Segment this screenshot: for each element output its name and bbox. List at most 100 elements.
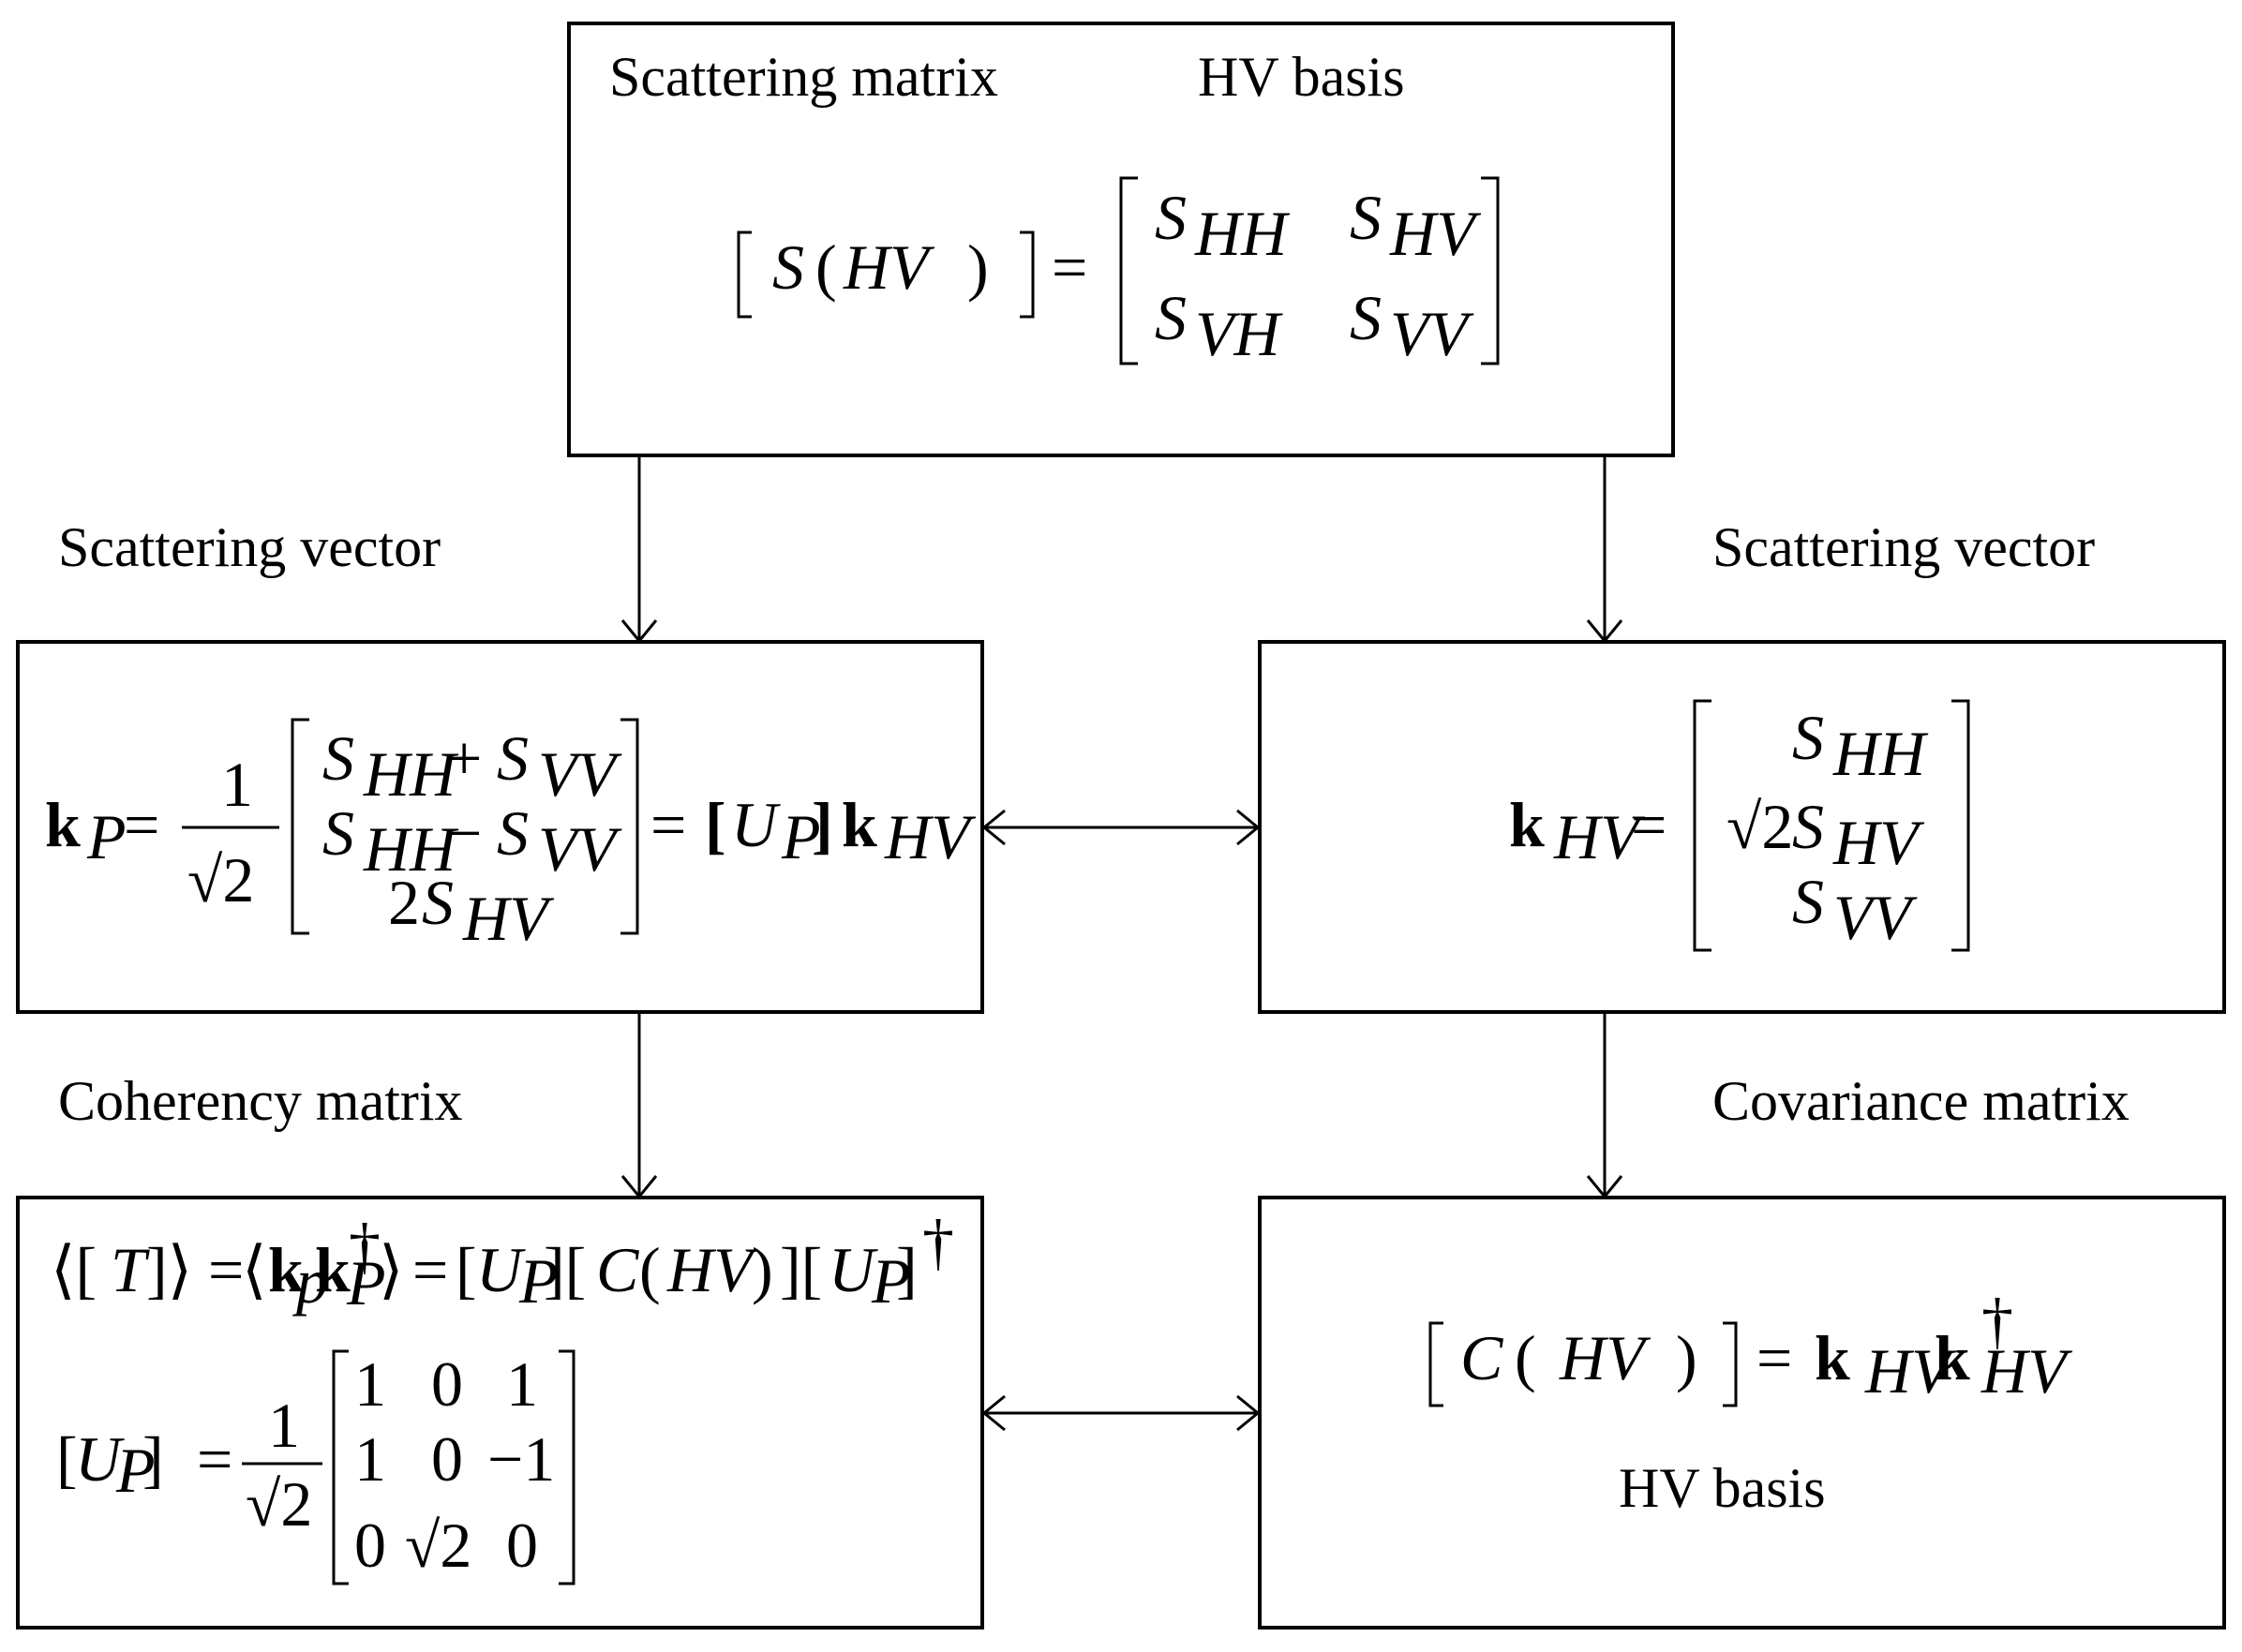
svg-text:HV: HV <box>1864 1335 1957 1406</box>
svg-text:k: k <box>1935 1322 1970 1393</box>
svg-text:]⟩: ]⟩ <box>146 1234 192 1305</box>
svg-text:(: ( <box>815 231 837 303</box>
svg-text:P: P <box>871 1245 911 1317</box>
svg-text:=: = <box>124 789 159 860</box>
svg-text:HV: HV <box>843 231 935 303</box>
svg-text:C: C <box>596 1234 639 1305</box>
svg-text:): ) <box>752 1234 773 1305</box>
svg-text:0: 0 <box>506 1510 538 1581</box>
up-matrix-equation: [ U P ] = 1 √2 1 0 1 1 0 −1 0 √2 0 <box>56 1348 575 1585</box>
svg-text:HV: HV <box>1389 198 1482 269</box>
svg-text:1: 1 <box>268 1390 300 1461</box>
svg-text:⟨[: ⟨[ <box>51 1234 97 1305</box>
svg-text:S: S <box>322 722 354 794</box>
svg-text:[: [ <box>56 1423 78 1495</box>
svg-text:HH: HH <box>363 738 459 810</box>
svg-text:S: S <box>322 797 354 869</box>
svg-text:VV: VV <box>538 813 623 885</box>
svg-text:S: S <box>1155 182 1187 253</box>
svg-text:S: S <box>1350 282 1382 353</box>
svg-text:†: † <box>922 1206 954 1277</box>
svg-text:HV: HV <box>1980 1335 2073 1406</box>
svg-text:VV: VV <box>1390 298 1475 369</box>
svg-text:VV: VV <box>538 738 623 810</box>
svg-text:HH: HH <box>363 813 459 885</box>
svg-text:P: P <box>346 1247 386 1318</box>
svg-text:P: P <box>115 1435 156 1506</box>
svg-text:U: U <box>731 789 781 860</box>
right-label-covariance-matrix: Covariance matrix <box>1712 1070 2130 1132</box>
svg-text:HH: HH <box>1832 718 1929 789</box>
svg-text:U: U <box>476 1234 526 1305</box>
svg-text:+: + <box>446 722 482 794</box>
svg-text:(: ( <box>1515 1322 1536 1393</box>
svg-text:S: S <box>772 231 804 303</box>
svg-text:−1: −1 <box>487 1423 555 1495</box>
svg-text:k: k <box>315 1234 351 1305</box>
svg-text:√2: √2 <box>246 1468 312 1540</box>
svg-text:[: [ <box>456 1234 477 1305</box>
svg-text:1: 1 <box>354 1423 386 1495</box>
svg-text:VH: VH <box>1195 298 1284 369</box>
svg-text:HH: HH <box>1194 198 1291 269</box>
svg-text:S: S <box>497 722 529 794</box>
svg-text:S: S <box>1792 791 1824 862</box>
svg-text:VV: VV <box>1833 882 1919 953</box>
svg-text:=: = <box>412 1234 448 1305</box>
svg-text:√2: √2 <box>187 844 254 915</box>
svg-text:=: = <box>1756 1322 1792 1393</box>
svg-text:√2: √2 <box>1726 791 1793 862</box>
svg-text:): ) <box>967 231 989 303</box>
svg-text:=: = <box>1631 789 1667 860</box>
svg-text:P: P <box>518 1245 559 1317</box>
svg-text:]: ] <box>142 1423 164 1495</box>
coherency-equation: ⟨[ T ]⟩ = ⟨ k p k † P ⟩ = [ U P ][ C ( H… <box>51 1206 954 1318</box>
left-label-coherency-matrix: Coherency matrix <box>58 1070 463 1132</box>
svg-text:0: 0 <box>431 1423 463 1495</box>
svg-text:−: − <box>446 797 482 869</box>
svg-text:HV: HV <box>666 1234 759 1305</box>
svg-text:p: p <box>292 1245 328 1317</box>
coherency-matrix-box <box>16 1196 984 1630</box>
svg-text:HV: HV <box>462 883 555 954</box>
svg-text:†: † <box>1981 1285 2013 1356</box>
svg-text:]: ] <box>812 789 833 860</box>
svg-text:]: ] <box>896 1234 918 1305</box>
svg-text:†: † <box>349 1210 381 1281</box>
svg-text:2: 2 <box>388 867 420 938</box>
svg-text:(: ( <box>639 1234 661 1305</box>
double-arrow-vectors <box>981 809 1261 846</box>
svg-text:=: = <box>197 1423 232 1495</box>
svg-text:HV: HV <box>1832 807 1925 878</box>
arrow-top-to-lexico <box>1586 455 1623 644</box>
svg-text:0: 0 <box>354 1510 386 1581</box>
svg-text:T: T <box>111 1234 150 1305</box>
svg-text:P: P <box>781 801 821 872</box>
svg-text:√2: √2 <box>405 1510 471 1581</box>
svg-text:k: k <box>268 1234 304 1305</box>
svg-text:S: S <box>497 797 529 869</box>
svg-text:HV: HV <box>1559 1322 1652 1393</box>
arrow-lexico-to-covariance <box>1586 1012 1623 1199</box>
svg-text:U: U <box>829 1234 878 1305</box>
svg-text:][: ][ <box>544 1234 586 1305</box>
svg-text:1: 1 <box>221 749 253 820</box>
right-label-scattering-vector: Scattering vector <box>1712 516 2095 578</box>
svg-text:HV: HV <box>884 801 977 872</box>
svg-text:S: S <box>1792 866 1824 937</box>
arrow-pauli-to-coherency <box>620 1012 658 1199</box>
svg-text:][: ][ <box>780 1234 822 1305</box>
svg-text:=: = <box>208 1234 244 1305</box>
svg-text:S: S <box>1792 702 1824 773</box>
svg-text:⟩: ⟩ <box>379 1234 404 1305</box>
top-title-scattering-matrix: Scattering matrix <box>609 46 998 108</box>
arrow-top-to-pauli <box>620 455 658 644</box>
svg-text:[: [ <box>705 789 726 860</box>
svg-text:1: 1 <box>506 1348 538 1420</box>
left-label-scattering-vector: Scattering vector <box>58 516 441 578</box>
svg-text:=: = <box>1052 231 1087 303</box>
svg-text:1: 1 <box>354 1348 386 1420</box>
